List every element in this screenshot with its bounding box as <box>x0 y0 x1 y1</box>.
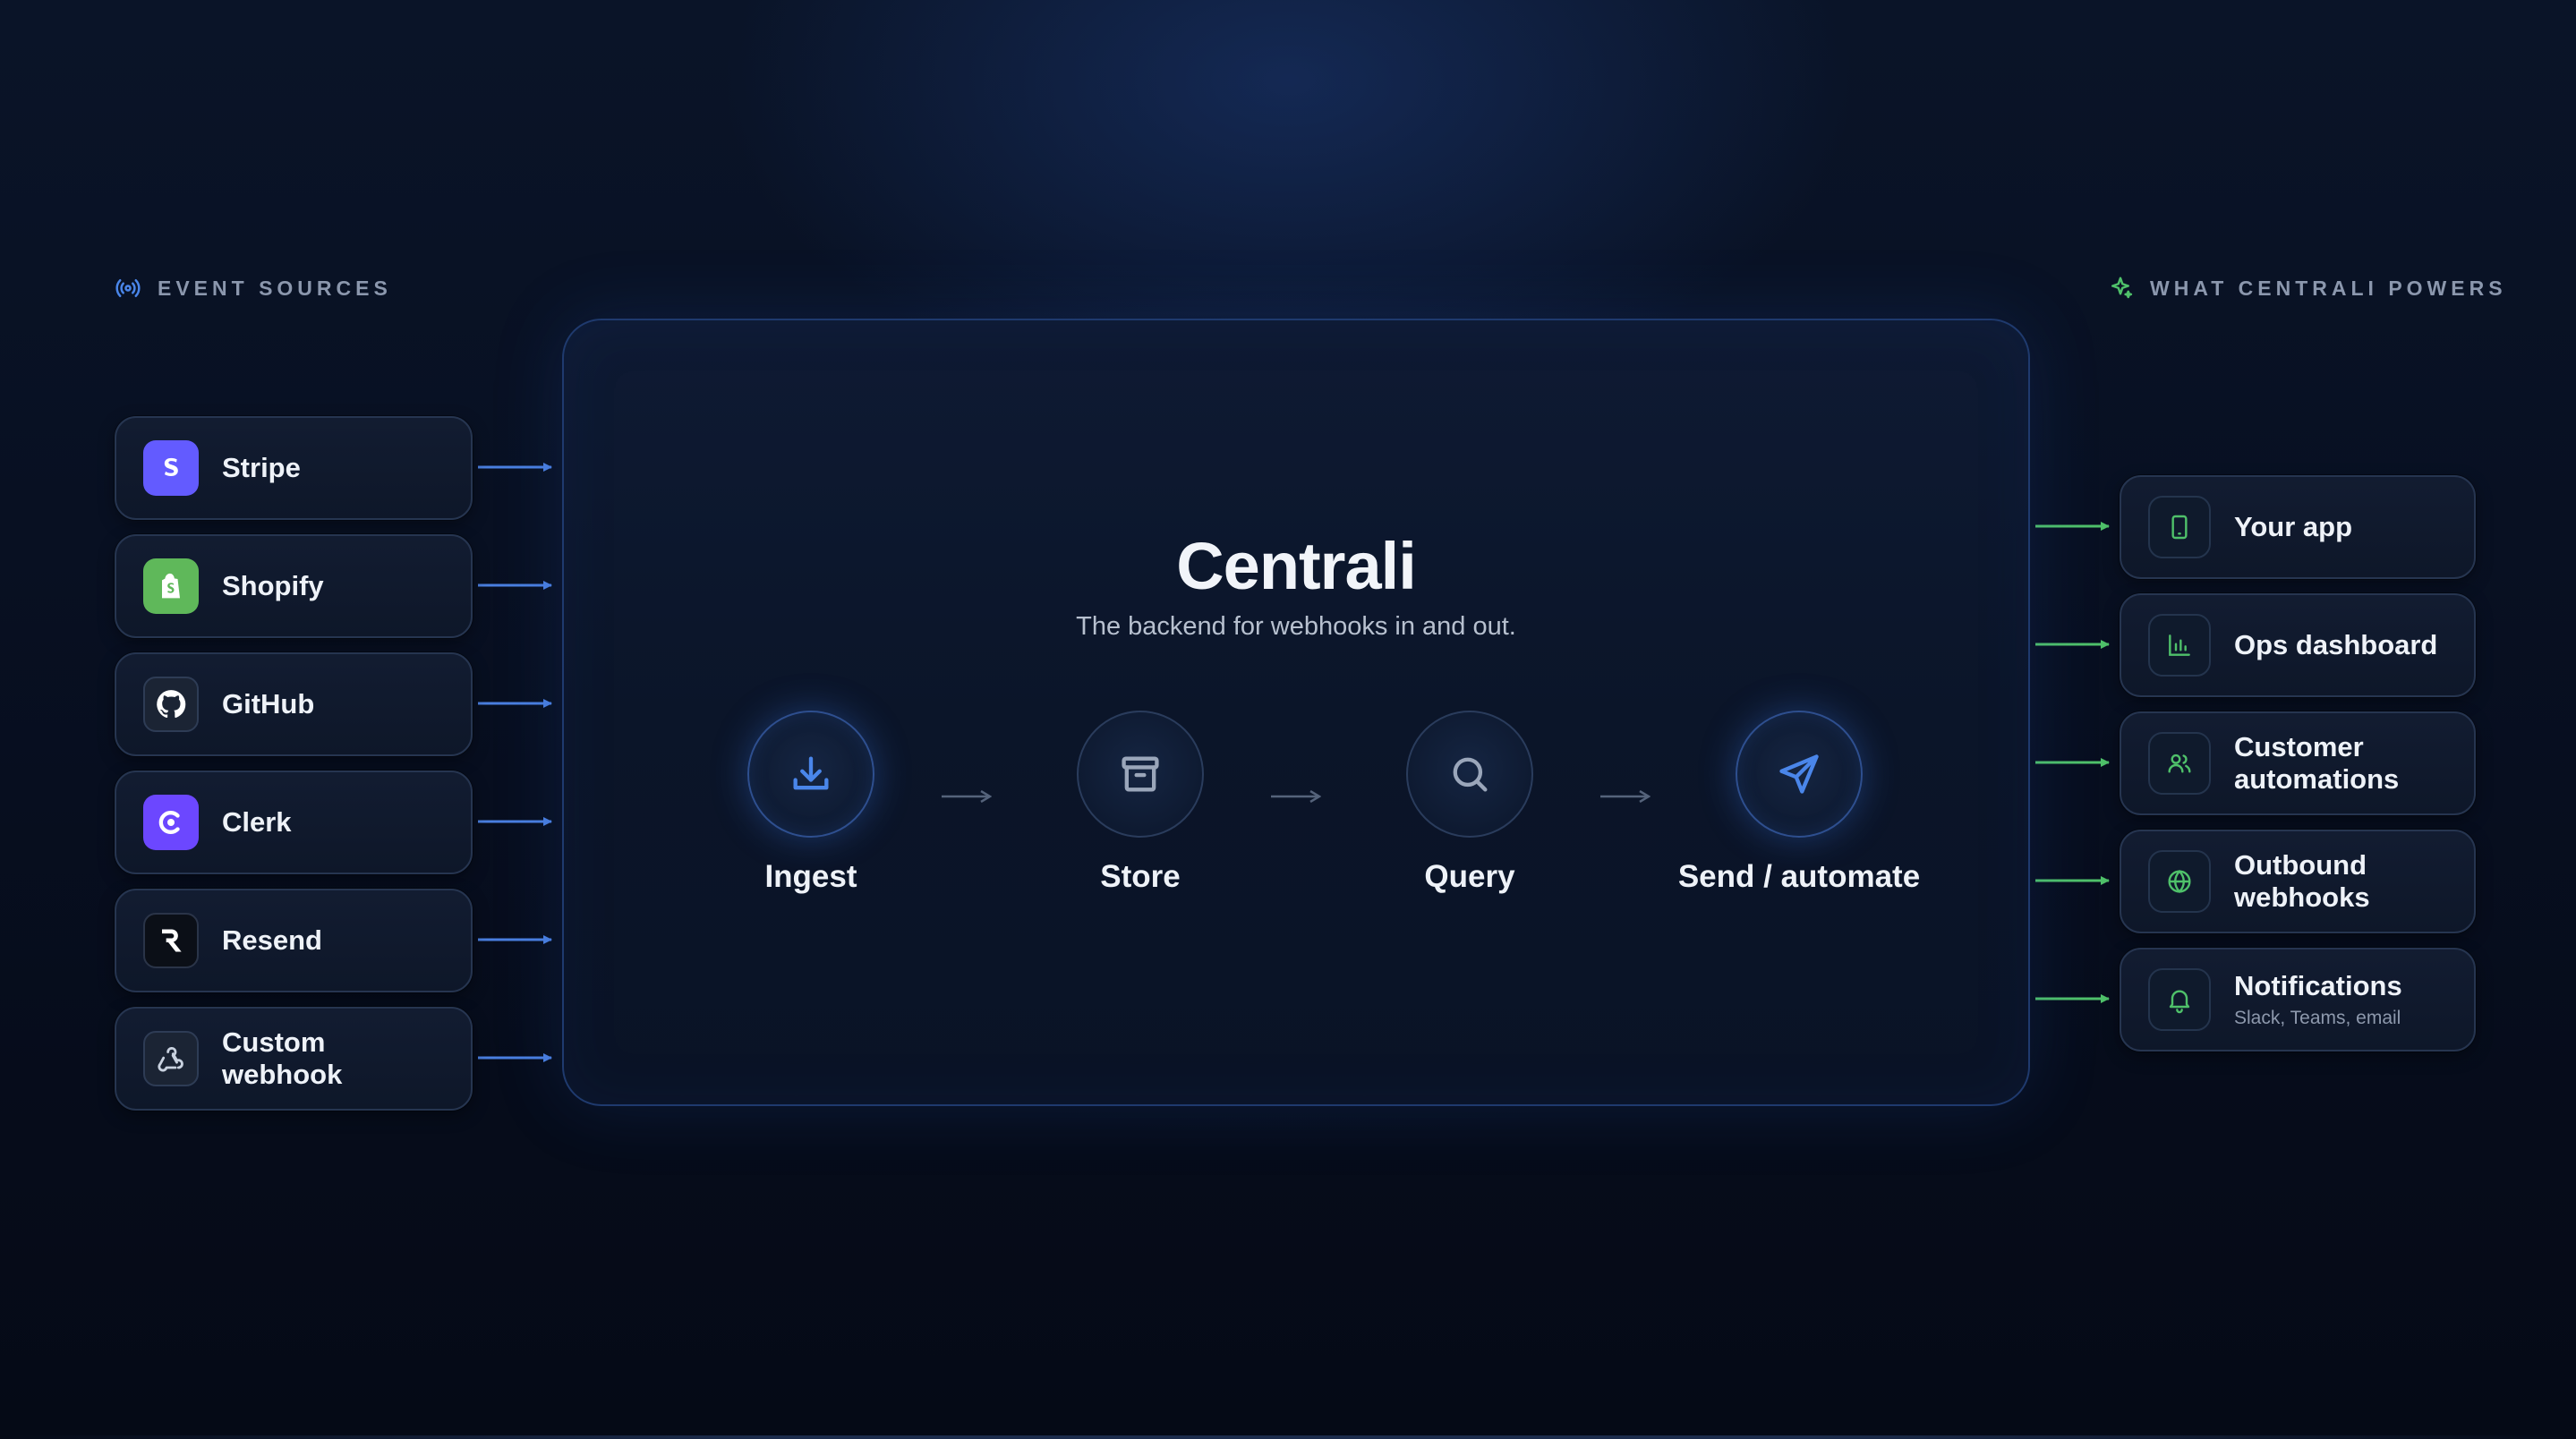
output-card-label: Notifications <box>2234 970 2402 1001</box>
stage-query-label: Query <box>1424 859 1515 894</box>
github-logo <box>143 677 199 732</box>
source-connectors <box>478 463 552 1062</box>
stage-arrow <box>942 788 994 805</box>
search-icon <box>1453 757 1488 792</box>
output-card-customer-automations[interactable]: Customer automations <box>2120 711 2476 815</box>
stage-store: Store <box>979 711 1301 895</box>
source-card-label: Custom webhook <box>222 1026 343 1090</box>
output-card-your-app[interactable]: Your app <box>2120 475 2476 579</box>
stage-store-label: Store <box>1100 859 1181 894</box>
stage-query-circle <box>1406 711 1533 838</box>
output-card-label: Your app <box>2234 511 2353 542</box>
output-card-text: Ops dashboard <box>2234 629 2437 661</box>
output-card-outbound-webhooks[interactable]: Outbound webhooks <box>2120 830 2476 933</box>
sparkle-icon <box>2111 277 2133 299</box>
source-card-stripe[interactable]: Stripe <box>115 416 473 520</box>
stage-send-label: Send / automate <box>1677 859 1921 894</box>
source-card-label: Resend <box>222 924 322 956</box>
event-sources-heading: EVENT SOURCES <box>115 274 392 302</box>
shopify-logo <box>143 558 199 614</box>
bell-icon <box>2148 968 2211 1031</box>
source-card-github[interactable]: GitHub <box>115 652 473 756</box>
stage-send: Send / automate <box>1638 711 1960 895</box>
source-card-custom-webhook[interactable]: Custom webhook <box>115 1007 473 1111</box>
output-card-text: Outbound webhooks <box>2234 849 2413 914</box>
centrali-subtitle: The backend for webhooks in and out. <box>1076 612 1516 641</box>
output-connectors <box>2035 522 2110 1003</box>
stage-store-circle <box>1077 711 1204 838</box>
stage-ingest-label: Ingest <box>764 859 857 894</box>
source-card-label: Stripe <box>222 452 301 483</box>
output-card-text: Notifications Slack, Teams, email <box>2234 970 2402 1029</box>
stage-arrow <box>1600 788 1652 805</box>
globe-icon <box>2148 850 2211 913</box>
stripe-logo <box>143 440 199 496</box>
stage-query: Query <box>1309 711 1631 895</box>
download-icon <box>793 756 829 790</box>
event-sources-heading-text: EVENT SOURCES <box>158 276 392 300</box>
bar-chart-icon <box>2148 614 2211 677</box>
stage-send-circle <box>1736 711 1863 838</box>
source-card-shopify[interactable]: Shopify <box>115 534 473 638</box>
output-card-label: Ops dashboard <box>2234 629 2438 660</box>
stage-arrow <box>1271 788 1323 805</box>
output-card-text: Your app <box>2234 511 2352 543</box>
output-card-sublabel: Slack, Teams, email <box>2234 1008 2401 1028</box>
webhook-icon <box>143 1031 199 1086</box>
output-card-label: Customer automations <box>2234 731 2400 795</box>
outputs-heading: WHAT CENTRALI POWERS <box>2107 274 2507 302</box>
centrali-title: Centrali <box>1176 529 1417 603</box>
broadcast-icon <box>115 279 141 297</box>
stage-ingest: Ingest <box>650 711 972 895</box>
output-card-text: Customer automations <box>2234 731 2440 796</box>
source-card-resend[interactable]: Resend <box>115 889 473 992</box>
source-card-clerk[interactable]: Clerk <box>115 771 473 874</box>
users-icon <box>2148 732 2211 795</box>
bottom-divider <box>0 1435 2576 1439</box>
output-card-notifications[interactable]: Notifications Slack, Teams, email <box>2120 948 2476 1052</box>
output-card-ops-dashboard[interactable]: Ops dashboard <box>2120 593 2476 697</box>
source-card-label: Clerk <box>222 806 292 838</box>
smartphone-icon <box>2148 496 2211 558</box>
centrali-panel: Centrali The backend for webhooks in and… <box>562 319 2030 1106</box>
archive-icon <box>1122 756 1159 792</box>
outputs-heading-text: WHAT CENTRALI POWERS <box>2150 276 2507 300</box>
resend-logo <box>143 913 199 968</box>
source-card-label: Shopify <box>222 570 324 601</box>
send-icon <box>1779 754 1819 794</box>
stage-ingest-circle <box>747 711 874 838</box>
output-card-label: Outbound webhooks <box>2234 849 2370 913</box>
source-card-label: GitHub <box>222 688 315 720</box>
clerk-logo <box>143 795 199 850</box>
